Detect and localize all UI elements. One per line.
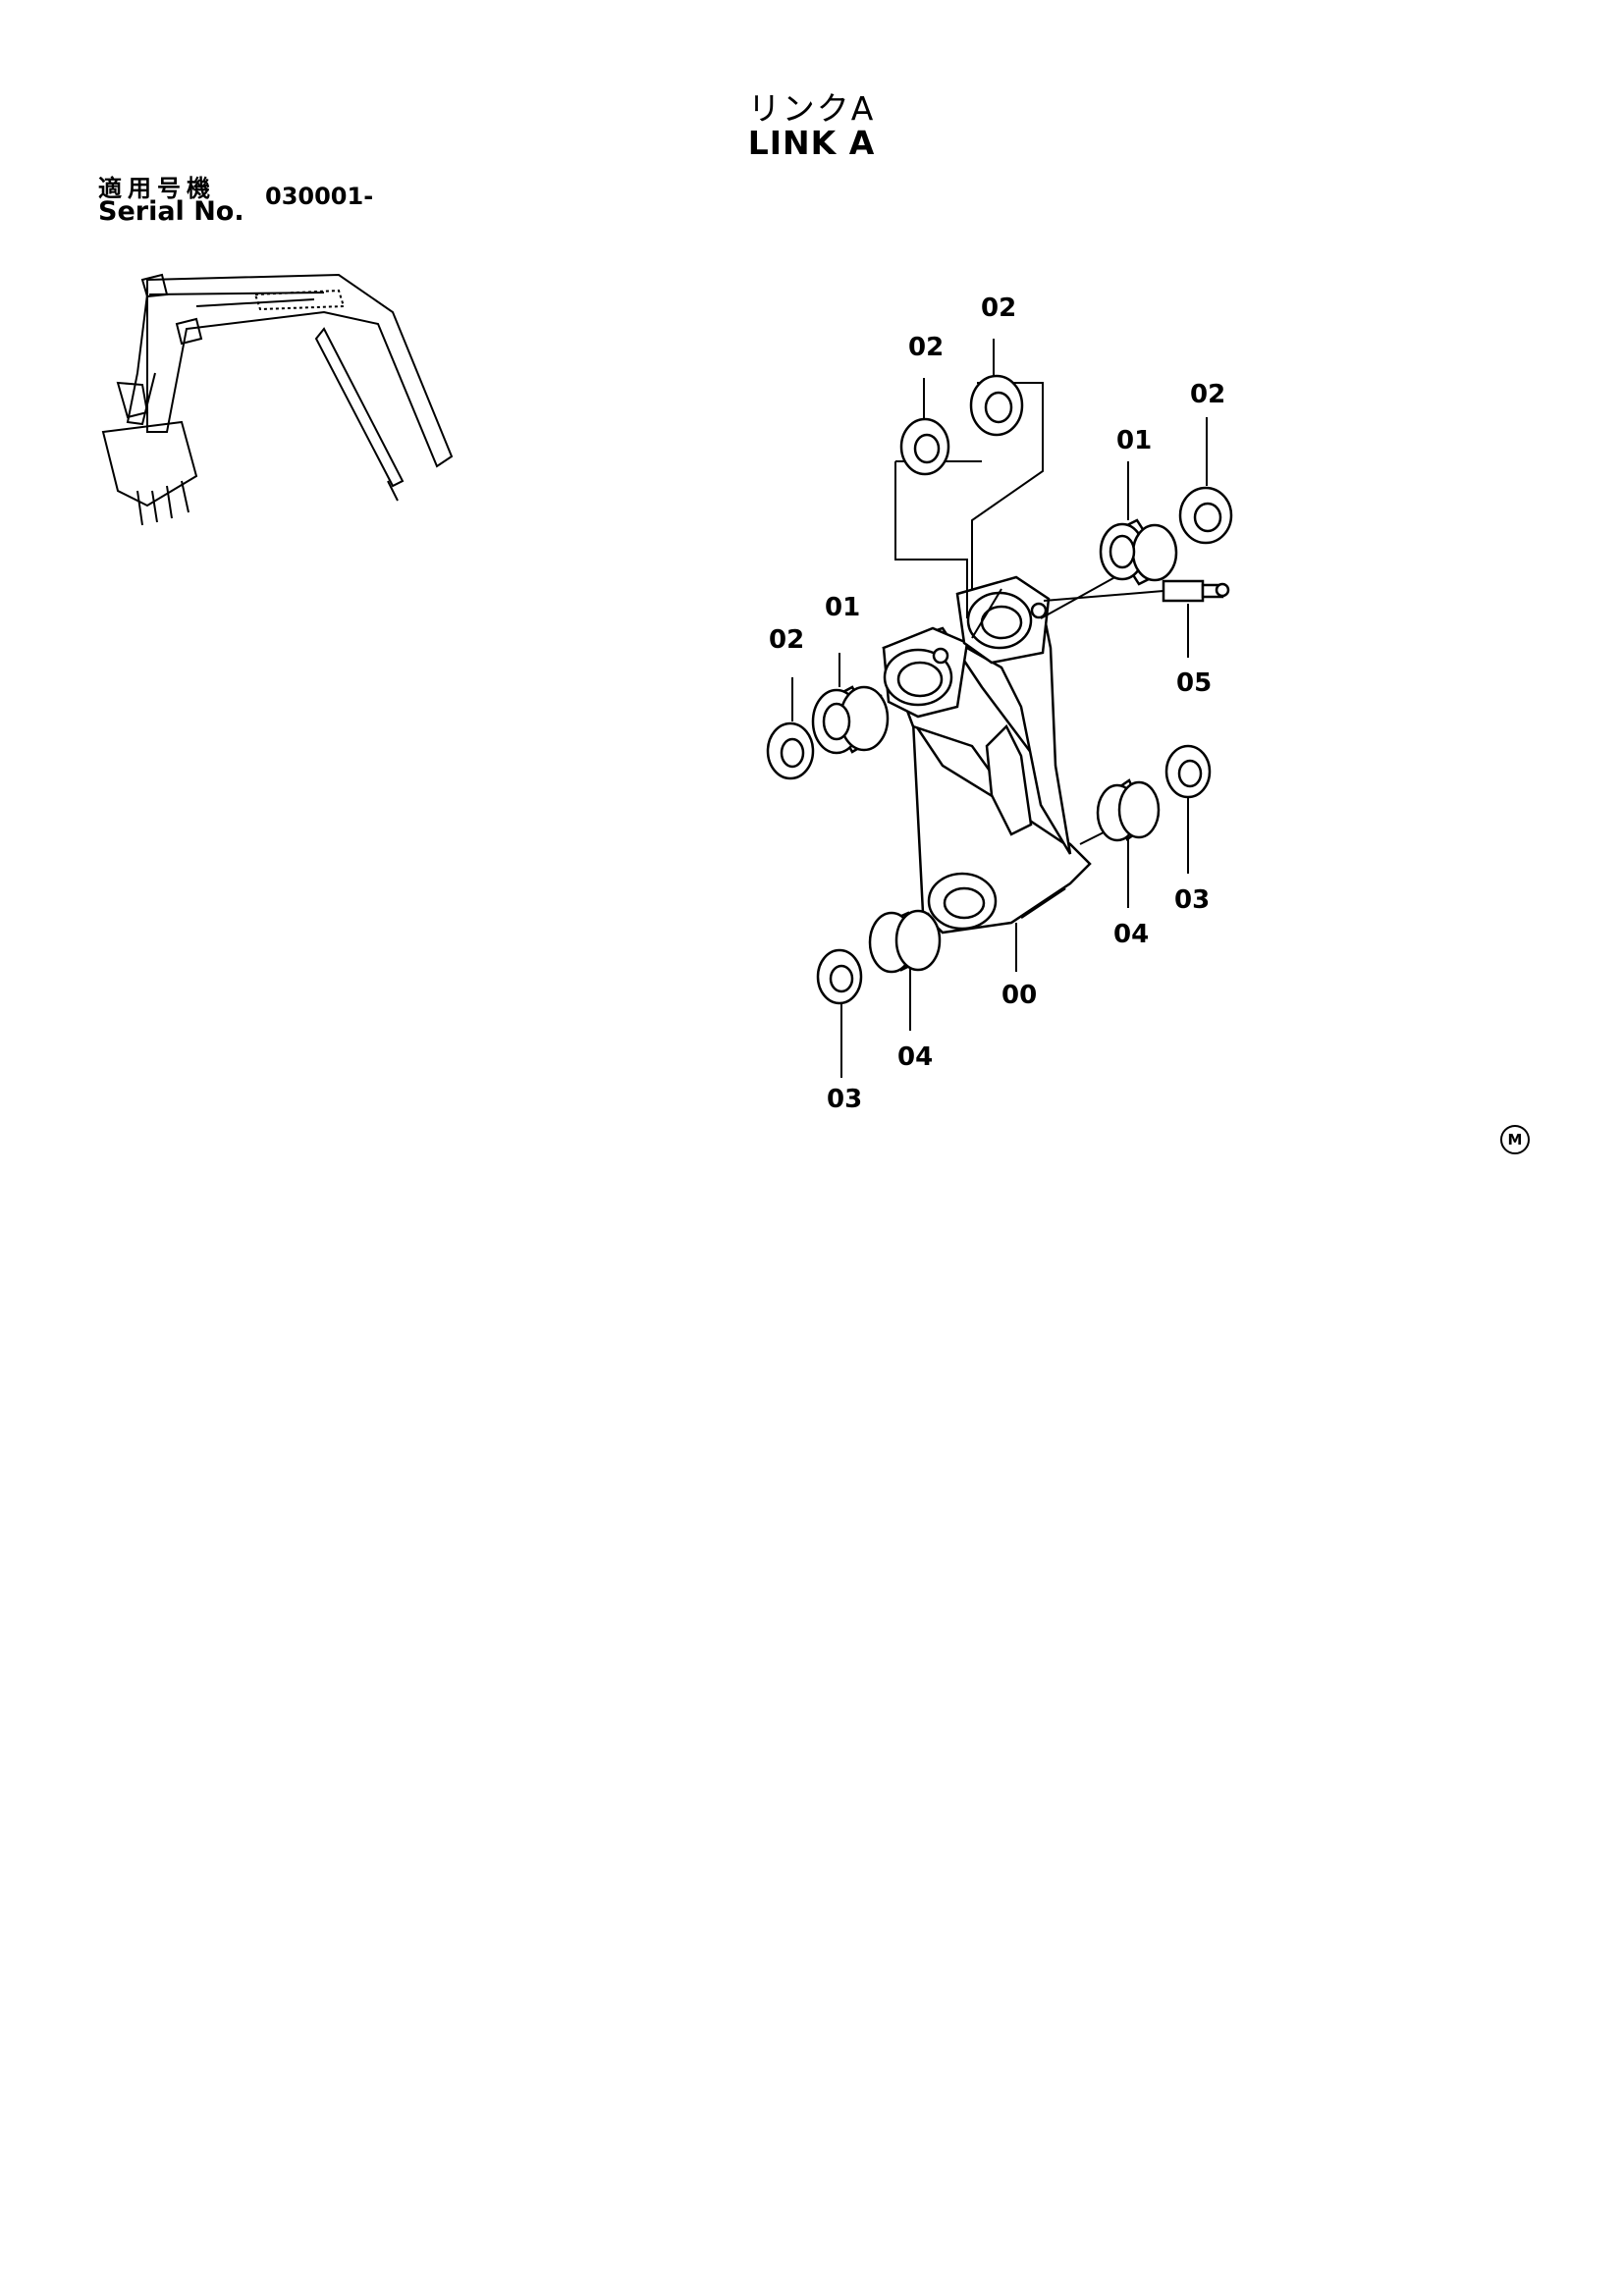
part-label: 04 bbox=[1113, 920, 1149, 949]
page-title-en: LINK A bbox=[747, 124, 876, 162]
bushing-04-left bbox=[868, 909, 942, 974]
part-label: 03 bbox=[827, 1085, 862, 1114]
seal-02-d bbox=[766, 721, 815, 780]
part-label: 02 bbox=[981, 294, 1016, 323]
serial-label-jp: 適用号機 bbox=[98, 175, 216, 202]
part-label: 02 bbox=[769, 625, 804, 655]
parts-diagram: 02 02 02 01 01 02 05 03 04 00 04 03 bbox=[101, 273, 1233, 1114]
part-label: 04 bbox=[897, 1042, 933, 1072]
excavator-overview-drawing bbox=[101, 273, 454, 526]
seal-02-a bbox=[899, 417, 950, 476]
seal-03-left bbox=[816, 948, 863, 1005]
part-label: 02 bbox=[1190, 380, 1225, 409]
serial-value: 030001- bbox=[265, 183, 374, 210]
bushings-and-seals bbox=[766, 374, 1233, 1005]
part-label: 03 bbox=[1174, 885, 1210, 915]
part-label: 02 bbox=[908, 333, 944, 362]
m-mark-symbol: M bbox=[1500, 1125, 1530, 1154]
grease-fitting-05 bbox=[1162, 579, 1230, 603]
link-a-body bbox=[882, 575, 1092, 934]
bushing-01-right bbox=[1099, 518, 1178, 586]
seal-03-right bbox=[1164, 744, 1212, 799]
part-label: 00 bbox=[1001, 981, 1037, 1010]
seal-02-b bbox=[969, 374, 1024, 437]
serial-label-en: Serial No. bbox=[98, 196, 244, 227]
bushing-01-left bbox=[811, 685, 890, 755]
bushing-04-right bbox=[1096, 778, 1161, 842]
seal-02-c bbox=[1178, 486, 1233, 545]
part-label: 05 bbox=[1176, 668, 1212, 698]
part-label: 01 bbox=[825, 593, 860, 622]
part-labels: 02 02 02 01 01 02 05 03 04 00 04 03 bbox=[769, 294, 1225, 1114]
page-title-jp: リンクA bbox=[747, 89, 876, 128]
part-label: 01 bbox=[1116, 426, 1152, 455]
